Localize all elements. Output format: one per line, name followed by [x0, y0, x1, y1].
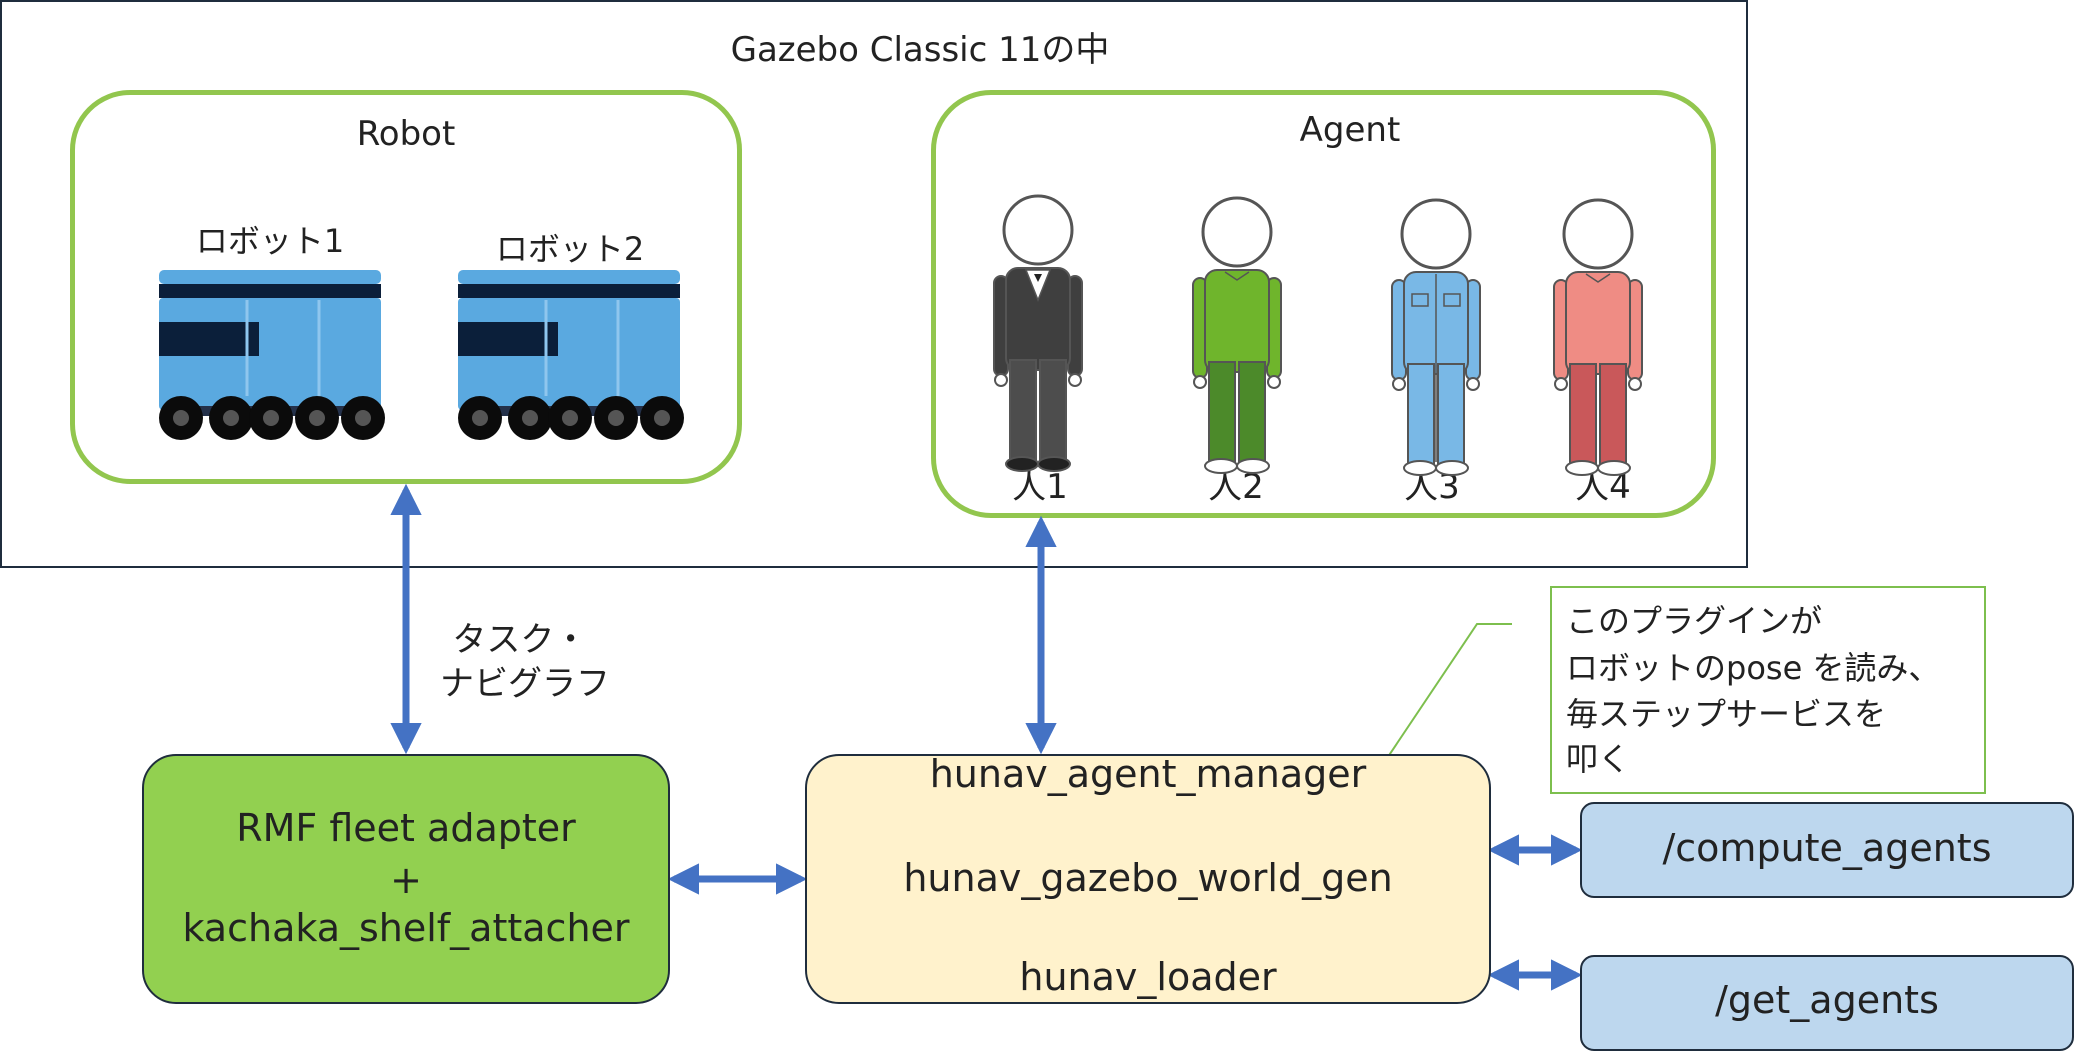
agent-group-title: Agent — [1299, 110, 1401, 150]
fleet-box-line1: RMF fleet adapter — [236, 806, 576, 850]
person-1-label: 人1 — [1012, 467, 1068, 507]
note-line4: 叩く — [1566, 740, 1631, 778]
compute-agents-service — [1580, 802, 2074, 898]
hunav-box-line1: hunav_agent_manager — [929, 752, 1367, 796]
robot-2-label: ロボット2 — [495, 230, 645, 268]
compute-agents-label: /compute_agents — [1662, 826, 1992, 870]
edge-label-line2: ナビグラフ — [440, 664, 610, 704]
robot-group-title: Robot — [356, 114, 456, 154]
person-2-icon — [1192, 196, 1282, 474]
note-line2: ロボットのpose を読み、 — [1566, 649, 1941, 687]
note-connector-line — [1346, 623, 1512, 819]
person-4-icon — [1553, 198, 1643, 476]
hunav-box-line3: hunav_loader — [1019, 955, 1277, 999]
robot-1-icon — [157, 268, 387, 442]
person-1-icon — [993, 194, 1083, 472]
gazebo-title: Gazebo Classic 11の中 — [730, 30, 1110, 70]
edge-label-line1: タスク・ — [452, 620, 588, 660]
get-agents-label: /get_agents — [1715, 978, 1939, 1022]
plugin-note-box — [1550, 586, 1986, 794]
get-agents-service — [1580, 955, 2074, 1051]
hunav-box-line2: hunav_gazebo_world_gen — [903, 856, 1393, 900]
fleet-box-line3: kachaka_shelf_attacher — [182, 906, 630, 950]
fleet-adapter-box — [142, 754, 670, 1004]
hunav-box — [805, 754, 1491, 1004]
robot-1-label: ロボット1 — [195, 222, 345, 260]
note-line3: 毎ステップサービスを — [1566, 695, 1887, 733]
person-3-icon — [1391, 198, 1481, 476]
fleet-box-line2: + — [390, 858, 422, 902]
robot-2-icon — [456, 268, 686, 442]
note-line1: このプラグインが — [1566, 602, 1823, 640]
